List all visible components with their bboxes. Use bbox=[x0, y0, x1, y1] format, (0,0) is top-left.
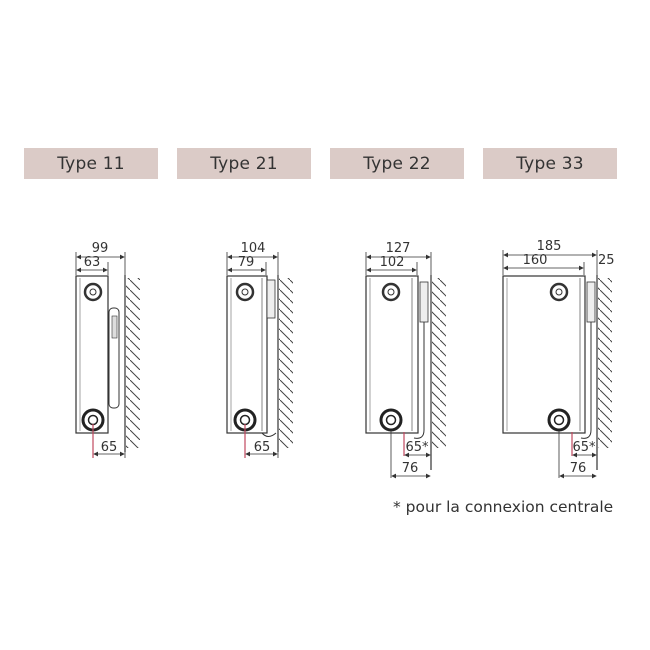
dim-panel-depth: 102 bbox=[380, 255, 405, 270]
dim-pipe-to-wall: 65* bbox=[405, 440, 429, 455]
diagram-type-33: 185 160 25 65* 76 bbox=[502, 239, 615, 479]
header-label: Type 11 bbox=[57, 153, 125, 174]
dim-pipe-to-wall-alt: 76 bbox=[570, 461, 587, 476]
footnote: * pour la connexion centrale bbox=[393, 498, 614, 516]
dim-panel-depth: 63 bbox=[84, 255, 101, 270]
header-type-22: Type 22 bbox=[330, 148, 464, 179]
dim-pipe-to-wall-alt: 76 bbox=[402, 461, 419, 476]
dim-pipe-to-wall: 65 bbox=[254, 440, 271, 455]
dim-overall-depth: 127 bbox=[386, 241, 411, 256]
header-label: Type 22 bbox=[363, 153, 431, 174]
dim-pipe-to-wall: 65 bbox=[101, 440, 118, 455]
header-type-33: Type 33 bbox=[483, 148, 617, 179]
diagram-type-11: 99 63 65 bbox=[75, 241, 140, 458]
header-label: Type 33 bbox=[516, 153, 584, 174]
header-label: Type 21 bbox=[210, 153, 278, 174]
dim-overall-depth: 104 bbox=[241, 241, 266, 256]
diagram-type-22: 127 102 65* 76 bbox=[365, 241, 446, 479]
header-type-21: Type 21 bbox=[177, 148, 311, 179]
dim-bracket-depth: 25 bbox=[598, 253, 615, 268]
dim-panel-depth: 79 bbox=[238, 255, 255, 270]
dim-panel-depth: 160 bbox=[523, 253, 548, 268]
diagram-type-21: 104 79 65 bbox=[226, 241, 293, 458]
header-type-11: Type 11 bbox=[24, 148, 158, 179]
dim-overall-depth: 185 bbox=[537, 239, 562, 254]
dim-pipe-to-wall: 65* bbox=[572, 440, 596, 455]
dim-overall-depth: 99 bbox=[92, 241, 109, 256]
